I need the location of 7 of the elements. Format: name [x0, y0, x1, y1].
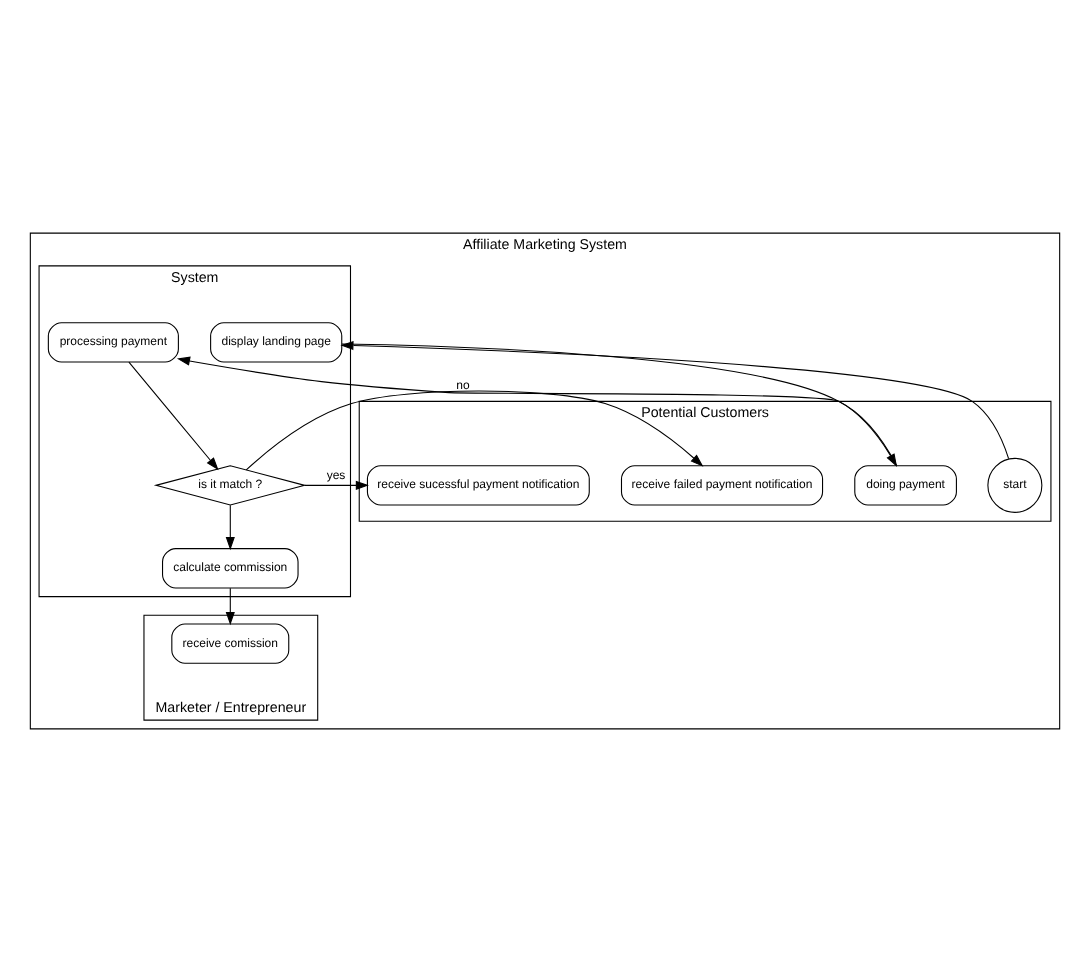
arrow	[304, 480, 369, 490]
arrow	[245, 390, 704, 471]
arrow	[176, 356, 898, 466]
arrow	[128, 361, 219, 471]
arrow	[341, 343, 898, 467]
arrow	[225, 587, 235, 626]
arrow	[225, 504, 235, 551]
